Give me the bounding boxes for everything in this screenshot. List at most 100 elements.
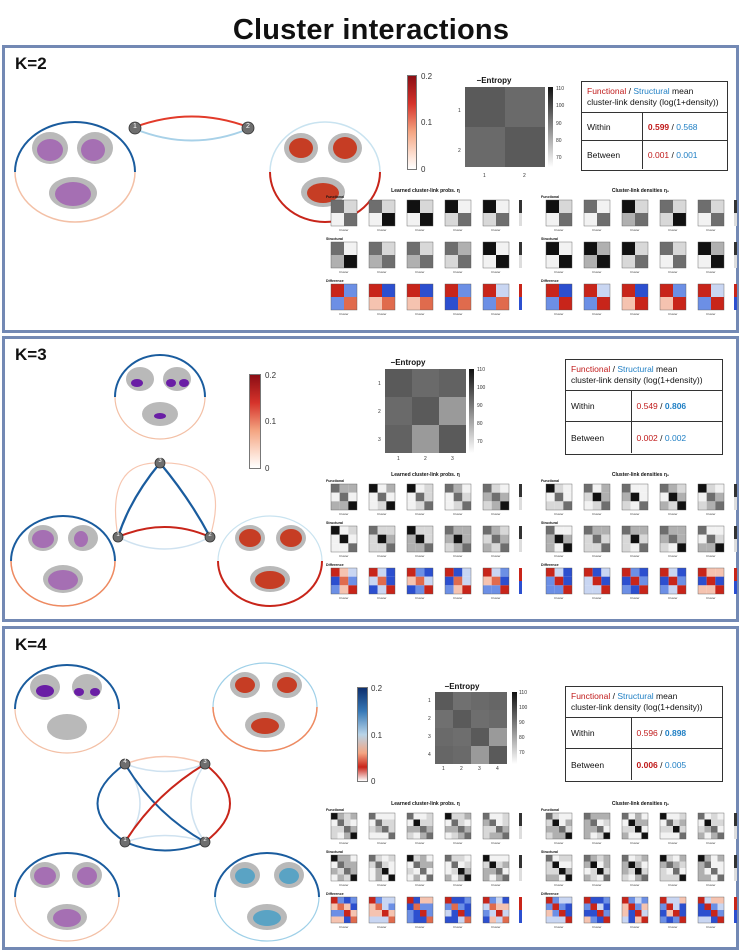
row-label: Difference	[541, 279, 559, 283]
axis-label: Cluster	[491, 228, 501, 232]
row-label: Difference	[326, 892, 344, 896]
density-grid-title: Cluster-link densities η₀	[611, 472, 670, 478]
axis-label: Cluster	[554, 312, 564, 316]
node-1	[119, 836, 131, 848]
axis-label: Cluster	[630, 554, 640, 558]
row-label: Functional	[326, 808, 345, 812]
cluster-graph	[10, 354, 323, 607]
cluster-graph	[14, 115, 381, 223]
summary-table: Functional / Structural mean cluster-lin…	[565, 686, 723, 782]
axis-label: Cluster	[592, 925, 602, 929]
learned-probs-grid-title: Learned cluster-link probs. η	[391, 188, 460, 194]
axis-label: Cluster	[554, 512, 564, 516]
axis-label: Cluster	[630, 596, 640, 600]
axis-label: Cluster	[554, 883, 564, 887]
axis-label: Cluster	[592, 270, 602, 274]
axis-label: Cluster	[339, 312, 349, 316]
colorbar-tick-top: 0.2	[421, 72, 433, 81]
axis-label: Cluster	[668, 554, 678, 558]
axis-label: Cluster	[630, 270, 640, 274]
row-label: Structural	[541, 521, 558, 525]
axis-label: Cluster	[339, 925, 349, 929]
axis-label: Cluster	[706, 228, 716, 232]
row-label: Functional	[541, 808, 560, 812]
brain-cluster-1	[10, 515, 116, 607]
axis-label: Cluster	[491, 512, 501, 516]
summary-row-between: Between 0.006 / 0.005	[566, 749, 722, 780]
panel-label: K=2	[15, 54, 47, 73]
panel-k4: K=4	[2, 626, 739, 950]
axis-label: Cluster	[491, 883, 501, 887]
axis-label: Cluster	[339, 554, 349, 558]
brain-cluster-1	[14, 121, 136, 223]
row-label: Structural	[541, 237, 558, 241]
axis-label: Cluster	[377, 312, 387, 316]
axis-label: Cluster	[706, 596, 716, 600]
page-title: Cluster interactions	[232, 14, 510, 46]
row-label: Difference	[541, 892, 559, 896]
brain-cluster-2	[214, 852, 320, 942]
row-label: Structural	[326, 521, 343, 525]
entropy-title: −Entropy	[476, 76, 512, 85]
axis-label: Cluster	[668, 596, 678, 600]
axis-label: Cluster	[706, 270, 716, 274]
node-2	[204, 531, 216, 543]
summary-row-between: Between 0.001 / 0.001	[582, 141, 727, 169]
row-label: Structural	[541, 850, 558, 854]
panel-k3: K=3	[2, 336, 739, 622]
axis-label: Cluster	[554, 228, 564, 232]
row-label: Structural	[326, 850, 343, 854]
axis-label: Cluster	[706, 554, 716, 558]
axis-label: Cluster	[339, 883, 349, 887]
axis-label: Cluster	[554, 596, 564, 600]
axis-label: Cluster	[377, 228, 387, 232]
summary-header: Functional / Structural mean cluster-lin…	[566, 360, 722, 391]
colorbar-tick-bottom: 0	[421, 165, 426, 174]
density-grid	[545, 199, 737, 311]
link-colorbar	[357, 687, 368, 782]
axis-label: Cluster	[592, 883, 602, 887]
axis-label: Cluster	[415, 512, 425, 516]
axis-label: Cluster	[668, 270, 678, 274]
axis-label: Cluster	[377, 841, 387, 845]
density-grid	[545, 483, 737, 595]
learned-probs-grid	[330, 199, 522, 311]
summary-table: Functional / Structural mean cluster-lin…	[565, 359, 723, 455]
node-1-label: 1	[133, 123, 137, 130]
axis-label: Cluster	[668, 512, 678, 516]
axis-label: Cluster	[592, 596, 602, 600]
axis-label: Cluster	[415, 312, 425, 316]
row-label: Functional	[541, 479, 560, 483]
axis-label: Cluster	[630, 925, 640, 929]
axis-label: Cluster	[706, 512, 716, 516]
link-colorbar	[407, 75, 417, 170]
node-3	[199, 758, 211, 770]
axis-label: Cluster	[554, 841, 564, 845]
axis-label: Cluster	[491, 925, 501, 929]
density-grid-title: Cluster-link densities η₀	[611, 188, 670, 194]
brain-cluster-1	[14, 852, 120, 942]
axis-label: Cluster	[592, 312, 602, 316]
axis-label: Cluster	[491, 554, 501, 558]
axis-label: Cluster	[630, 883, 640, 887]
learned-probs-grid-title: Learned cluster-link probs. η	[391, 472, 460, 478]
row-label: Functional	[326, 479, 345, 483]
node-2-label: 2	[246, 123, 250, 130]
axis-label: Cluster	[706, 312, 716, 316]
entropy-matrix	[435, 692, 517, 764]
axis-label: Cluster	[339, 270, 349, 274]
axis-label: Cluster	[415, 883, 425, 887]
axis-label: Cluster	[453, 312, 463, 316]
node-4	[119, 758, 131, 770]
axis-label: Cluster	[554, 925, 564, 929]
axis-label: Cluster	[453, 270, 463, 274]
summary-row-between: Between 0.002 / 0.002	[566, 422, 722, 453]
axis-label: Cluster	[377, 270, 387, 274]
summary-header: Functional / Structural mean cluster-lin…	[582, 82, 727, 113]
axis-label: Cluster	[592, 841, 602, 845]
axis-label: Cluster	[630, 512, 640, 516]
axis-label: Cluster	[668, 228, 678, 232]
axis-label: Cluster	[415, 554, 425, 558]
axis-label: Cluster	[453, 925, 463, 929]
node-3	[154, 457, 166, 469]
